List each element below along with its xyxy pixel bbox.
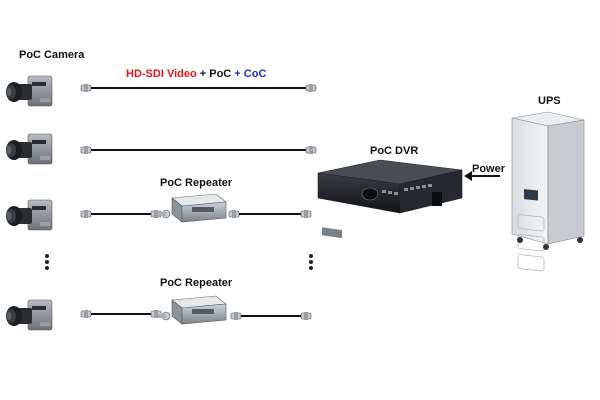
poc-repeater-1 — [157, 193, 227, 223]
bnc-connector — [228, 209, 240, 219]
more-cameras-dots — [45, 254, 49, 270]
power-label: Power — [472, 163, 506, 175]
poc-dvr — [317, 159, 463, 239]
bnc-connector — [300, 311, 312, 321]
camera-2 — [5, 133, 53, 165]
bnc-connector — [305, 145, 317, 155]
bnc-connector — [305, 83, 317, 93]
bnc-connector — [80, 309, 92, 319]
camera-4 — [5, 299, 53, 331]
camera-1 — [5, 75, 53, 107]
poc-plus-label: + PoC — [197, 68, 235, 80]
bnc-connector — [80, 83, 92, 93]
bnc-connector — [300, 209, 312, 219]
bnc-connector — [80, 209, 92, 219]
poc-repeater-2 — [157, 295, 227, 325]
repeater-1-label: PoC Repeater — [160, 177, 233, 189]
bnc-connector — [80, 145, 92, 155]
ups-label: UPS — [538, 95, 561, 107]
repeater-2-label: PoC Repeater — [160, 277, 233, 289]
bnc-connector — [230, 311, 242, 321]
more-channels-dots — [309, 254, 313, 270]
coc-label: + CoC — [234, 68, 266, 80]
ups-unit — [511, 111, 585, 272]
hd-sdi-label: HD-SDI Video — [126, 68, 197, 80]
dvr-label: PoC DVR — [370, 145, 418, 157]
camera-column-title: PoC Camera — [19, 49, 85, 61]
signal-type-label: HD-SDI Video + PoC + CoC — [126, 68, 266, 80]
camera-3 — [5, 199, 53, 231]
power-arrowhead — [464, 171, 472, 181]
